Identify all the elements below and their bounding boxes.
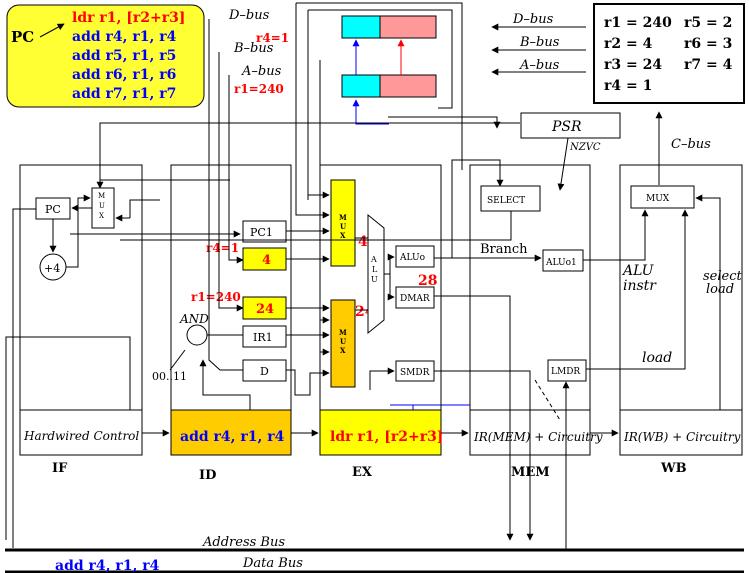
reg-r6: r6 = 3 — [684, 36, 732, 52]
data-bus-label: Data Bus — [242, 556, 303, 571]
program-line-2: add r4, r1, r4 — [72, 29, 177, 45]
ir-wb-label: IR(WB) + Circuitry — [623, 430, 741, 444]
d-bus-label: D–bus — [228, 8, 270, 23]
stage-if-label: IF — [52, 461, 68, 476]
stage-id: add r4, r1, r4 ID — [170, 164, 292, 483]
legend-b-bus: B–bus — [519, 35, 560, 50]
dmar-register — [395, 286, 435, 309]
smdr-label: SMDR — [400, 368, 430, 378]
stage-if: Hardwired Control IF — [19, 164, 143, 476]
svg-text:L: L — [372, 265, 378, 274]
stage-wb-label: WB — [660, 461, 687, 476]
svg-text:M: M — [339, 328, 347, 337]
reg-r3: r3 = 24 — [604, 57, 662, 73]
svg-text:M: M — [339, 213, 347, 222]
stage-mem: IR(MEM) + Circuitry MEM — [469, 164, 603, 480]
svg-text:U: U — [99, 202, 105, 210]
nzvc-label: NZVC — [569, 142, 601, 153]
lmdr-label: LMDR — [551, 367, 580, 377]
ex-instruction: ldr r1, [r2+r3] — [330, 429, 443, 445]
r4-id-annotation: r4=1 — [206, 241, 239, 255]
address-bus-label: Address Bus — [202, 535, 285, 550]
dmar-label: DMAR — [400, 294, 430, 304]
wb-mux — [630, 185, 695, 209]
svg-text:A: A — [370, 255, 377, 264]
select-label: SELECT — [487, 196, 525, 206]
load-label: load — [642, 350, 672, 366]
pc1-label: PC1 — [250, 226, 273, 239]
program-line-1: ldr r1, [r2+r3] — [72, 10, 185, 26]
svg-text:U: U — [371, 275, 378, 284]
branch-label: Branch — [480, 242, 528, 257]
legend-d-bus: D–bus — [512, 12, 554, 27]
data-bus-instruction: add r4, r1, r4 — [55, 558, 160, 573]
svg-text:X: X — [340, 231, 346, 240]
stage-id-label: ID — [199, 468, 216, 483]
program-line-5: add r7, r1, r7 — [72, 86, 176, 102]
ir1-register — [242, 325, 287, 348]
select-load-label-2: load — [706, 282, 734, 297]
ir1-label: IR1 — [253, 331, 273, 344]
psr-register — [520, 112, 621, 139]
reg-b-value: 24 — [256, 302, 274, 317]
svg-text:X: X — [99, 212, 104, 220]
aluo-register — [395, 245, 435, 268]
reg-r1: r1 = 240 — [604, 15, 672, 31]
a-bus-label: A–bus — [241, 64, 282, 79]
aluo-label: ALUo — [399, 253, 425, 263]
bus-legend: D–bus B–bus A–bus — [491, 12, 586, 76]
alu-instr-label-1: ALU — [621, 263, 655, 279]
reg-r5: r5 = 2 — [684, 15, 732, 31]
program-line-3: add r5, r1, r5 — [72, 48, 176, 64]
id-instruction: add r4, r1, r4 — [180, 429, 285, 445]
alu-instr-label-2: instr — [623, 278, 657, 294]
r1-id-annotation: r1=240 — [191, 290, 241, 304]
inc-label: +4 — [44, 262, 60, 275]
c-bus-label: C–bus — [671, 137, 711, 152]
program-pc-label: PC — [11, 28, 34, 46]
pc-register-label: PC — [45, 203, 61, 216]
r4-top-annotation: r4=1 — [256, 31, 289, 45]
mux-top-output: 4 — [358, 234, 368, 250]
wb-mux-label: MUX — [646, 194, 670, 204]
reg-r4: r4 = 1 — [604, 78, 652, 94]
bits-label: 00..11 — [152, 370, 187, 383]
svg-text:M: M — [98, 192, 105, 200]
pc-pointer-arrow — [39, 23, 65, 38]
and-label: AND — [179, 312, 209, 326]
b-bus-label: B–bus — [233, 41, 274, 56]
register-file-values: r1 = 240 r2 = 4 r3 = 24 r4 = 1 r5 = 2 r6… — [593, 3, 745, 104]
ir-mem-label: IR(MEM) + Circuitry — [473, 430, 603, 444]
reg-r2: r2 = 4 — [604, 36, 653, 52]
svg-text:U: U — [340, 222, 346, 231]
r1-top-annotation: r1=240 — [234, 82, 284, 96]
lmdr-register — [547, 359, 587, 382]
stage-wb: IR(WB) + Circuitry WB — [619, 164, 743, 476]
stage-ex-label: EX — [352, 465, 373, 480]
svg-text:X: X — [340, 346, 346, 355]
select-block — [480, 185, 541, 212]
program-box: PC ldr r1, [r2+r3] add r4, r1, r4 add r5… — [6, 4, 205, 108]
and-gate — [186, 324, 208, 346]
select-load-label-1: select — [703, 269, 742, 284]
aluo1-label: ALUo1 — [545, 258, 577, 268]
reg-a-value: 4 — [262, 253, 271, 268]
d-label: D — [260, 365, 269, 378]
ex-mux-top — [330, 179, 356, 267]
svg-text:U: U — [340, 337, 346, 346]
reg-r7: r7 = 4 — [684, 57, 733, 73]
program-line-4: add r6, r1, r6 — [72, 67, 176, 83]
hardwired-control-label: Hardwired Control — [23, 429, 139, 443]
alu — [367, 213, 385, 335]
psr-label: PSR — [551, 119, 582, 135]
stage-ex: ldr r1, [r2+r3] EX — [319, 164, 443, 480]
ex-mux-bottom — [330, 299, 356, 388]
register-file — [341, 15, 437, 98]
alu-output: 28 — [418, 273, 437, 289]
legend-a-bus: A–bus — [519, 58, 560, 73]
